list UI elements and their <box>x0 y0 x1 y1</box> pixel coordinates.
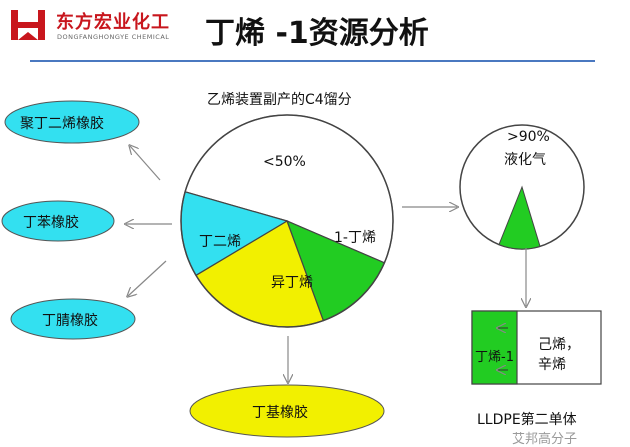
slice-label-butadiene: 丁二烯 <box>199 234 241 250</box>
slice-label-1-butene: 1-丁烯 <box>334 230 376 246</box>
lpg-label-name: 液化气 <box>504 152 546 168</box>
lldpe-label-hexene: 己烯， <box>538 337 580 353</box>
product-label-nbr: 丁腈橡胶 <box>42 313 98 329</box>
slice-label-remaining: <50% <box>263 154 306 170</box>
lldpe-label-octene: 辛烯 <box>538 357 566 373</box>
watermark: 艾邦高分子 <box>512 432 578 447</box>
company-name: 东方宏业化工 <box>56 12 170 33</box>
pie-outline <box>180 114 394 328</box>
lldpe-caption: LLDPE第二单体 <box>477 412 577 428</box>
product-ellipse-nbr <box>10 298 136 340</box>
page-title: 丁烯 -1资源分析 <box>205 16 429 51</box>
lpg-label-percent: >90% <box>507 129 550 145</box>
header-divider <box>30 60 595 62</box>
product-ellipse-polybutadiene <box>4 100 140 144</box>
product-label-butyl: 丁基橡胶 <box>252 405 308 421</box>
arrow-to-nbr <box>128 260 167 296</box>
lldpe-box-butene-part <box>471 310 518 385</box>
company-name-en: DONGFANGHONGYE CHEMICAL <box>57 33 170 41</box>
product-ellipse-butyl <box>189 384 385 438</box>
header: 东方宏业化工 DONGFANGHONGYE CHEMICAL 丁烯 -1资源分析 <box>0 0 630 62</box>
product-ellipse-sbr <box>1 200 115 242</box>
pie-caption: 乙烯装置副产的C4馏分 <box>207 92 352 108</box>
product-label-sbr: 丁苯橡胶 <box>23 215 79 231</box>
product-label-polybutadiene: 聚丁二烯橡胶 <box>20 116 104 132</box>
lldpe-box <box>471 310 602 385</box>
lpg-pie-chart <box>459 124 585 250</box>
lpg-pie-slice <box>498 185 541 250</box>
c4-pie-chart <box>180 114 394 328</box>
lldpe-label-butene: 丁烯-1 <box>475 350 514 365</box>
arrow-to-polybutadiene <box>130 146 161 181</box>
company-logo-icon <box>8 6 48 46</box>
slice-label-isobutene: 异丁烯 <box>271 275 313 291</box>
